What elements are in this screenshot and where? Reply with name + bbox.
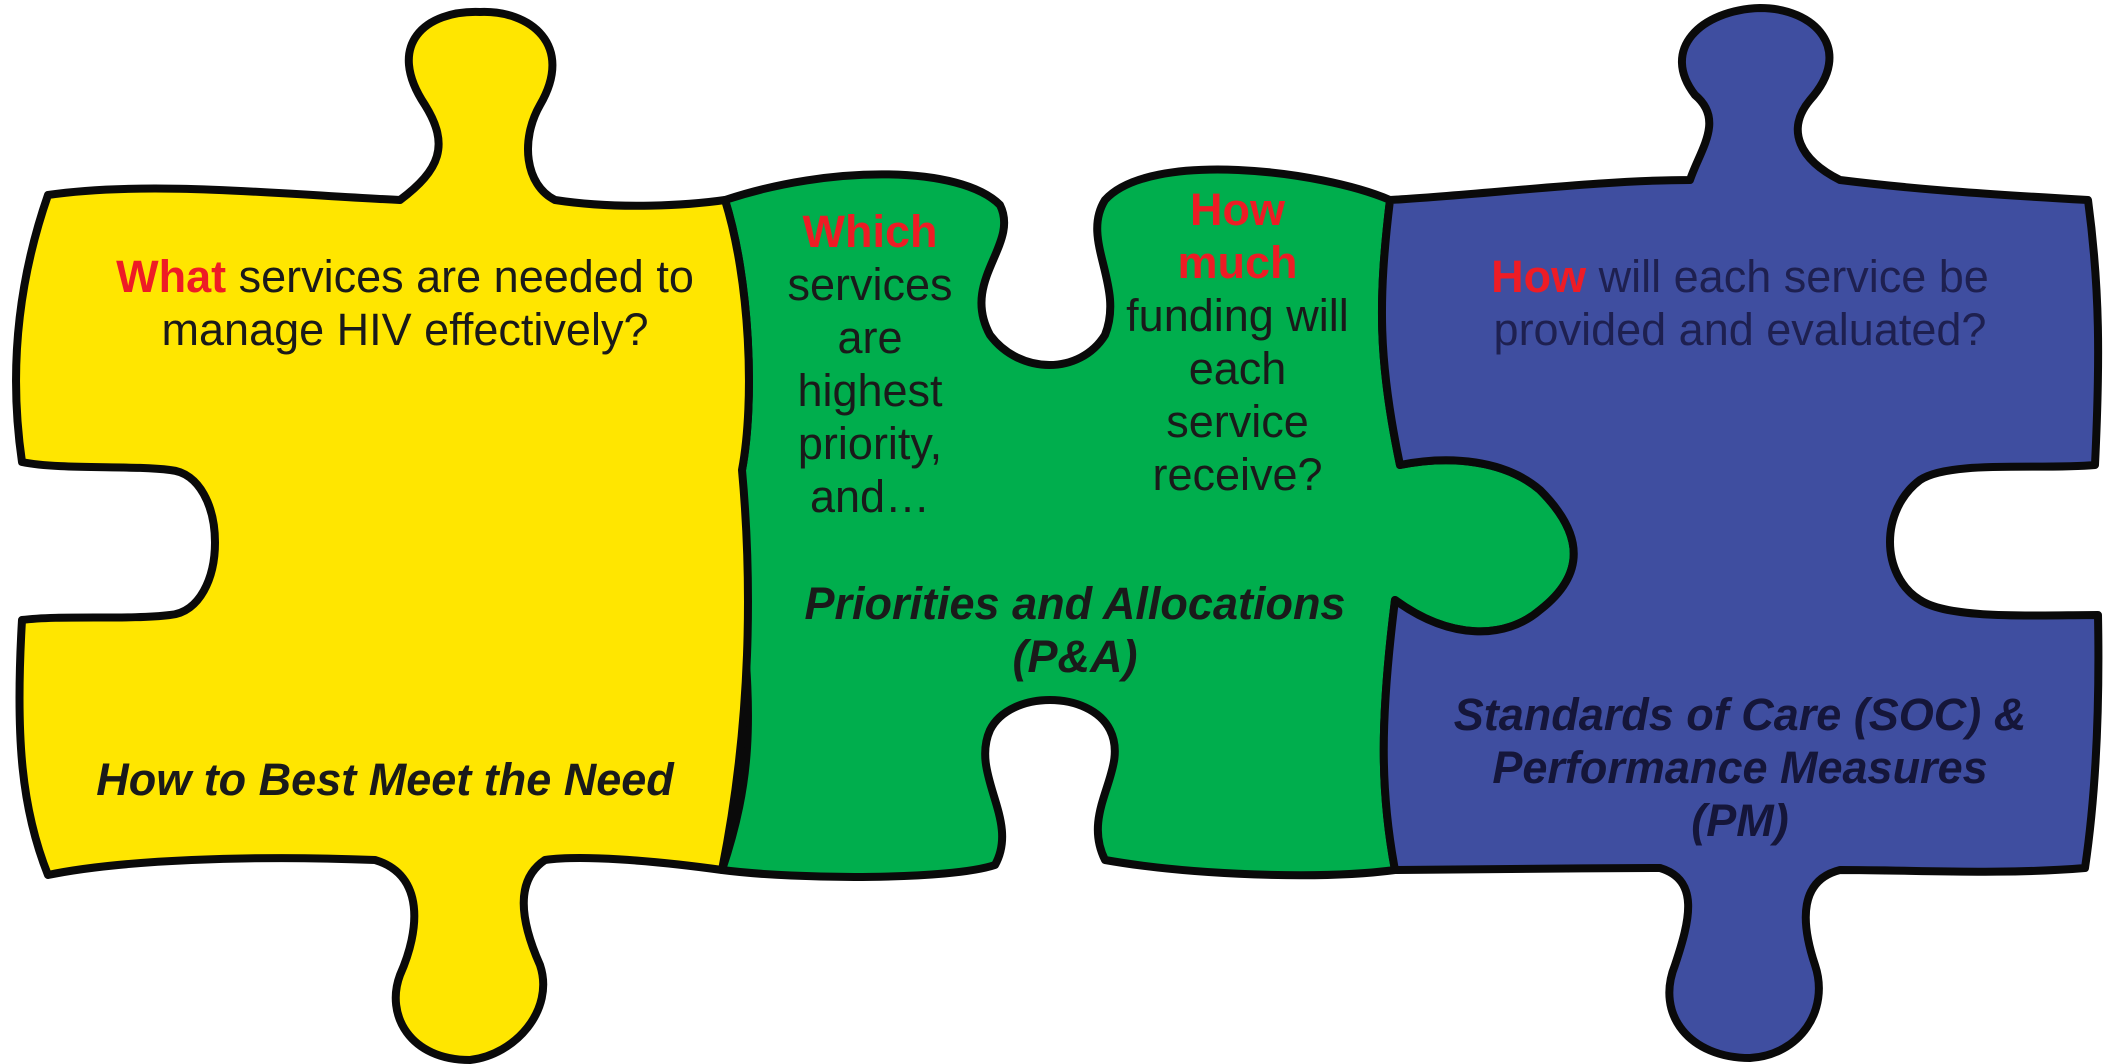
needs-label: How to Best Meet the Need: [96, 754, 674, 805]
pa-right-question-keyword: How much: [1177, 184, 1298, 289]
yellow-puzzle-piece: [12, 7, 753, 1064]
pa-right-question: How much funding will each service recei…: [1125, 183, 1350, 502]
pa-left-question: Which services are highest priority, and…: [770, 205, 970, 524]
pa-left-question-text: services are highest priority, and…: [787, 259, 953, 523]
pa-right-question-text: funding will each service receive?: [1126, 290, 1349, 501]
pa-left-question-keyword: Which: [802, 206, 938, 257]
soc-question-keyword: How: [1491, 251, 1587, 302]
needs-question: What services are needed to manage HIV e…: [80, 250, 730, 356]
pa-label: Priorities and Allocations (P&A): [804, 578, 1346, 683]
soc-question: How will each service be provided and ev…: [1440, 250, 2040, 356]
soc-question-text: will each service be provided and evalua…: [1493, 251, 1989, 356]
needs-question-keyword: What: [116, 251, 227, 302]
needs-question-text: services are needed to manage HIV effect…: [161, 251, 694, 356]
soc-label: Standards of Care (SOC) & Performance Me…: [1453, 689, 2027, 847]
blue-puzzle-piece: [1377, 4, 2103, 1062]
